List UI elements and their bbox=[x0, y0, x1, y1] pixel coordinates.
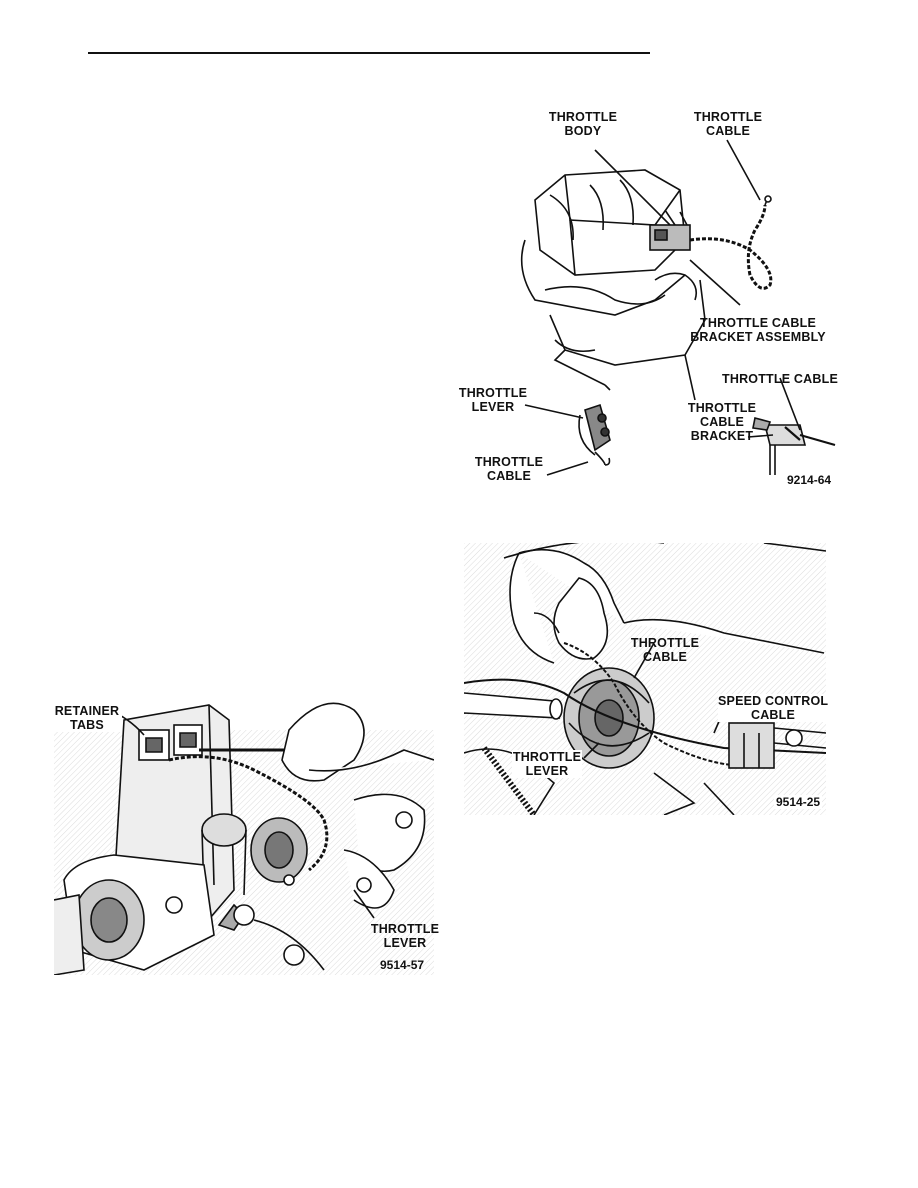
figure-number-middle: 9514-25 bbox=[774, 795, 823, 809]
figure-throttle-body-cable bbox=[455, 100, 855, 500]
header-rule bbox=[88, 52, 650, 54]
figure-retainer-tabs bbox=[54, 690, 434, 975]
label-throttle-cable-right: THROTTLE CABLE bbox=[722, 372, 838, 386]
retainer-tabs-illustration bbox=[54, 702, 434, 975]
figure-number-bottom: 9514-57 bbox=[380, 958, 425, 972]
throttle-body-illustration bbox=[520, 139, 836, 476]
figure-number-top: 9214-64 bbox=[787, 473, 832, 487]
